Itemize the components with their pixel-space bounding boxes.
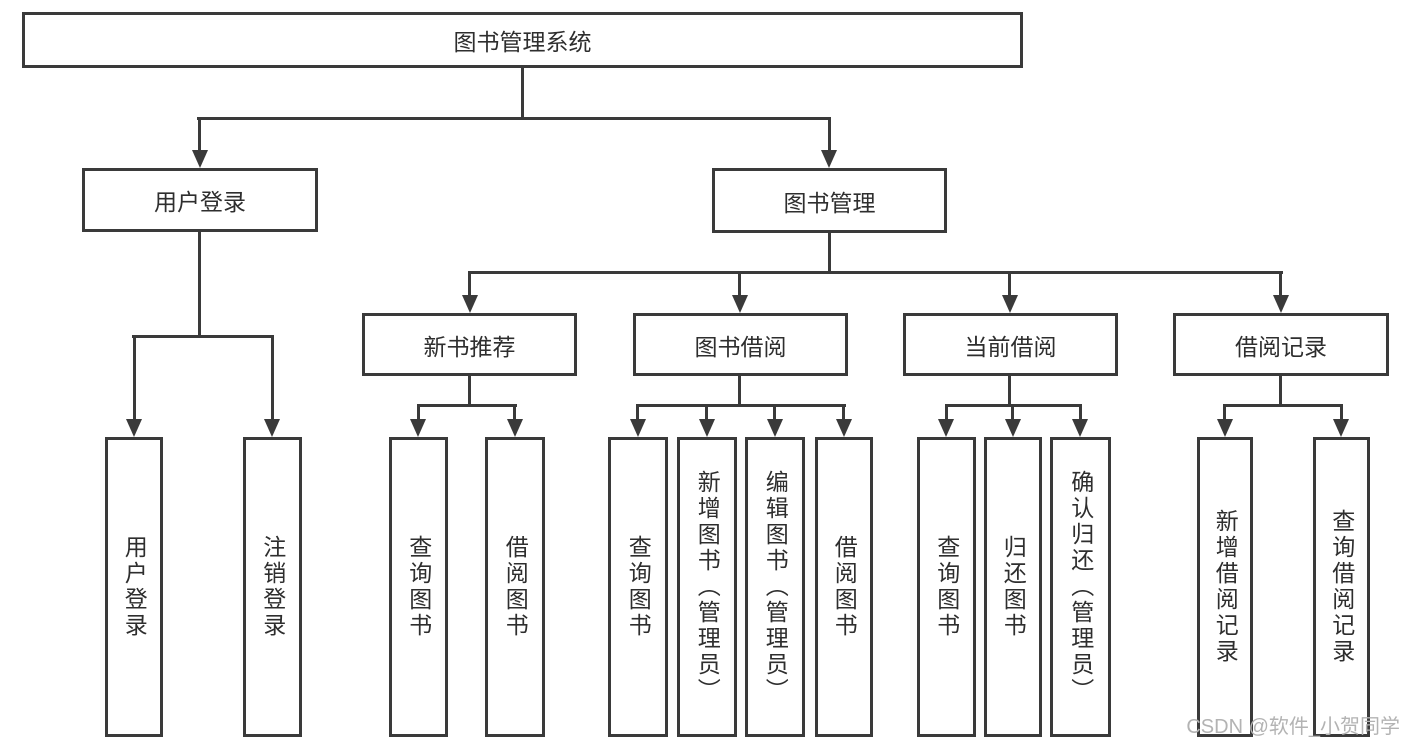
connector-line [417,404,420,422]
node-label: 当前借阅 [964,333,1057,360]
leaf-label: 查询图书 [405,535,432,639]
leaf-label: 新增图书（管理员） [694,470,721,704]
arrowhead-down-icon [1072,419,1088,437]
node-label: 图书借阅 [694,333,787,360]
connector-line [636,404,639,422]
leaf-label: 查询图书 [933,535,960,639]
node-current-borrow: 当前借阅 [903,313,1118,376]
leaf-query-books-recommend: 查询图书 [389,437,448,737]
connector-line [513,404,516,422]
connector-line [1279,271,1282,297]
connector-line [198,232,201,338]
csdn-watermark: CSDN @软件_小贺同学 [1186,716,1400,738]
leaf-return-book: 归还图书 [984,437,1042,737]
connector-line [468,271,471,297]
leaf-label: 查询借阅记录 [1328,509,1355,665]
connector-line [1340,404,1343,422]
connector-line [738,271,741,297]
connector-line [132,335,274,338]
leaf-borrow-books-recommend: 借阅图书 [485,437,545,737]
node-borrow-records: 借阅记录 [1173,313,1389,376]
leaf-confirm-return-admin: 确认归还（管理员） [1050,437,1111,737]
connector-line [417,404,517,407]
leaf-query-books-current: 查询图书 [917,437,976,737]
arrowhead-down-icon [410,419,426,437]
arrowhead-down-icon [1002,295,1018,313]
connector-line [1223,404,1343,407]
node-root: 图书管理系统 [22,12,1023,68]
arrowhead-down-icon [630,419,646,437]
arrowhead-down-icon [836,419,852,437]
node-label: 图书管理 [783,189,876,216]
connector-line [197,117,831,120]
connector-line [828,233,831,274]
connector-line [1008,376,1011,407]
node-book-management: 图书管理 [712,168,947,233]
connector-line [705,404,708,422]
arrowhead-down-icon [462,295,478,313]
node-label: 新书推荐 [423,333,516,360]
arrowhead-down-icon [732,295,748,313]
connector-line [271,335,274,421]
leaf-label: 注销登录 [259,535,286,639]
connector-line [1279,376,1282,407]
leaf-label: 归还图书 [1000,535,1027,639]
arrowhead-down-icon [126,419,142,437]
connector-line [133,335,136,421]
leaf-user-login: 用户登录 [105,437,163,737]
node-label: 用户登录 [154,189,246,215]
leaf-label: 查询图书 [625,535,652,639]
node-root-label: 图书管理系统 [453,29,592,55]
arrowhead-down-icon [1333,419,1349,437]
arrowhead-down-icon [767,419,783,437]
connector-line [828,117,831,153]
connector-line [842,404,845,422]
connector-line [468,271,1283,274]
arrowhead-down-icon [1005,419,1021,437]
connector-line [1011,404,1014,422]
leaf-label: 借阅图书 [831,535,858,639]
connector-line [1079,404,1082,422]
leaf-label: 新增借阅记录 [1212,509,1239,665]
arrowhead-down-icon [1217,419,1233,437]
leaf-label: 确认归还（管理员） [1067,470,1094,704]
leaf-query-borrow-record: 查询借阅记录 [1313,437,1370,737]
node-label: 借阅记录 [1235,333,1327,360]
connector-line [773,404,776,422]
arrowhead-down-icon [192,150,208,168]
leaf-label: 用户登录 [121,535,148,639]
leaf-label: 借阅图书 [502,535,529,639]
leaf-borrow-books: 借阅图书 [815,437,873,737]
arrowhead-down-icon [938,419,954,437]
leaf-add-borrow-record: 新增借阅记录 [1197,437,1253,737]
node-user-login: 用户登录 [82,168,318,232]
arrowhead-down-icon [699,419,715,437]
leaf-edit-book-admin: 编辑图书（管理员） [745,437,805,737]
connector-line [198,117,201,153]
leaf-query-books-borrow: 查询图书 [608,437,668,737]
connector-line [521,68,524,120]
connector-line [1008,271,1011,297]
node-book-borrow: 图书借阅 [633,313,848,376]
connector-line [738,376,741,407]
connector-line [945,404,948,422]
leaf-logout: 注销登录 [243,437,302,737]
arrowhead-down-icon [821,150,837,168]
leaf-label: 编辑图书（管理员） [762,470,789,704]
connector-line [1223,404,1226,422]
arrowhead-down-icon [264,419,280,437]
connector-line [636,404,846,407]
arrowhead-down-icon [507,419,523,437]
leaf-add-book-admin: 新增图书（管理员） [677,437,737,737]
arrowhead-down-icon [1273,295,1289,313]
node-new-book-recommend: 新书推荐 [362,313,577,376]
connector-line [468,376,471,407]
